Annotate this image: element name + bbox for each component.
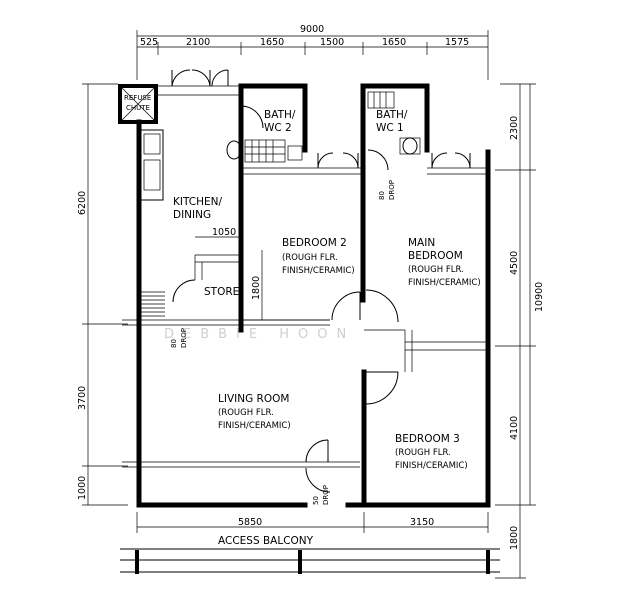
- entrance-drop-text: DROP: [322, 485, 330, 505]
- walls: [118, 83, 491, 508]
- dim-right-4500: 4500: [509, 251, 520, 275]
- kitchen-label-2: DINING: [173, 209, 211, 221]
- main-bedroom-drop-value: 80: [378, 191, 386, 200]
- bath-wc2-label-2: WC 2: [264, 122, 292, 134]
- dim-right-4100: 4100: [509, 416, 520, 440]
- dim-store-height: 1800: [251, 276, 262, 300]
- bedroom3-floor-1: (ROUGH FLR.: [395, 448, 451, 458]
- bath-wc1-label-2: WC 1: [376, 122, 404, 134]
- drop-labels: 80 DROP 80 DROP 50 DROP: [170, 180, 396, 505]
- bedroom3-floor-2: FINISH/CERAMIC): [395, 461, 468, 471]
- fixtures: [140, 91, 421, 317]
- dim-left-6200: 6200: [77, 191, 88, 215]
- bedroom2-floor-1: (ROUGH FLR.: [282, 253, 338, 263]
- entrance-drop-value: 50: [312, 496, 320, 505]
- bedroom2-label: BEDROOM 2: [282, 237, 347, 249]
- refuse-chute-label-1: REFUSE: [124, 94, 151, 102]
- left-dimensions: 6200 3700 1000: [77, 83, 128, 506]
- living-drop-text: DROP: [180, 328, 188, 348]
- room-labels: REFUSE CHUTE BATH/ WC 2 BATH/ WC 1 KITCH…: [124, 94, 481, 471]
- main-bedroom-floor-2: FINISH/CERAMIC): [408, 278, 481, 288]
- access-balcony-label: ACCESS BALCONY: [218, 535, 314, 547]
- dim-right-overall: 10900: [534, 282, 545, 312]
- bedroom3-label: BEDROOM 3: [395, 433, 460, 445]
- dim-store-width: 1050: [212, 227, 236, 238]
- dim-top-3: 1650: [260, 37, 284, 48]
- doors: [171, 69, 471, 493]
- dim-left-3700: 3700: [77, 386, 88, 410]
- living-room-floor-2: FINISH/CERAMIC): [218, 421, 291, 431]
- dim-top-5: 1650: [382, 37, 406, 48]
- dim-left-1000: 1000: [77, 476, 88, 500]
- right-dimensions: 10900 2300 4500 4100 1800: [495, 83, 545, 579]
- refuse-chute-label-2: CHUTE: [126, 104, 150, 112]
- store-label: STORE: [204, 286, 239, 298]
- kitchen-label-1: KITCHEN/: [173, 196, 222, 208]
- dim-bottom-3150: 3150: [410, 517, 434, 528]
- dim-right-2300: 2300: [509, 116, 520, 140]
- kitchen-steps: [141, 291, 165, 317]
- bedroom2-floor-2: FINISH/CERAMIC): [282, 266, 355, 276]
- main-bedroom-label-1: MAIN: [408, 237, 435, 249]
- bath-wc2-label-1: BATH/: [264, 109, 296, 121]
- access-balcony: ACCESS BALCONY: [120, 535, 500, 574]
- main-bedroom-floor-1: (ROUGH FLR.: [408, 265, 464, 275]
- dim-top-overall: 9000: [300, 24, 324, 35]
- dim-top-4: 1500: [320, 37, 344, 48]
- top-dimensions: 9000 525 2100 1650 1500 1650 1575: [136, 24, 489, 80]
- dim-right-1800: 1800: [509, 526, 520, 550]
- living-room-floor-1: (ROUGH FLR.: [218, 408, 274, 418]
- dim-bottom-5850: 5850: [238, 517, 262, 528]
- watermark: DEBBIE HOON: [164, 327, 355, 342]
- bottom-dimensions: 5850 3150: [136, 512, 489, 533]
- dim-top-6: 1575: [445, 37, 469, 48]
- main-bedroom-label-2: BEDROOM: [408, 250, 463, 262]
- living-room-label: LIVING ROOM: [218, 393, 289, 405]
- dim-top-2: 2100: [186, 37, 210, 48]
- main-bedroom-drop-text: DROP: [388, 180, 396, 200]
- bath-wc1-label-1: BATH/: [376, 109, 408, 121]
- living-drop-value: 80: [170, 339, 178, 348]
- dim-top-1: 525: [140, 37, 158, 48]
- interior-dimensions: 1050 1800: [195, 227, 263, 320]
